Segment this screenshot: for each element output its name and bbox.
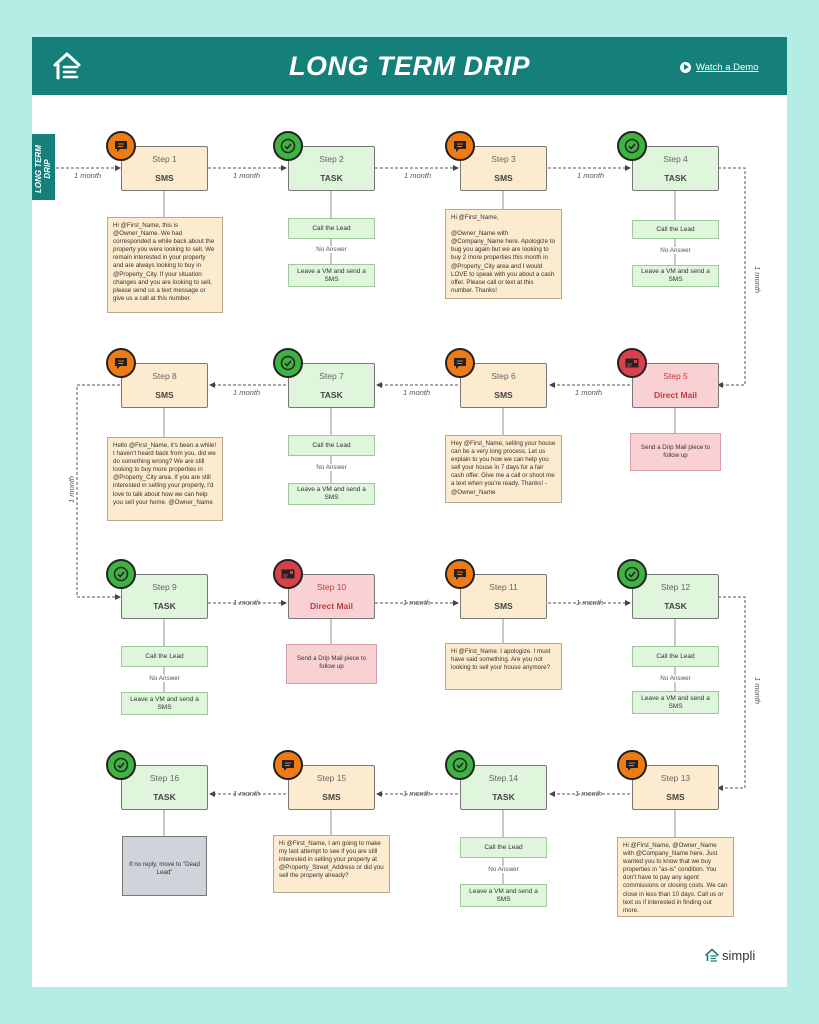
task-check-icon: [445, 750, 475, 780]
watch-demo-link[interactable]: Watch a Demo: [680, 60, 758, 74]
leave-vm-task: Leave a VM and send a SMS: [460, 884, 547, 907]
flow-card: LONG TERM DRIP Watch a Demo LONG TERM DR…: [32, 37, 787, 987]
step-13-message: Hi @First_Name, @Owner_Name with @Compan…: [617, 837, 734, 917]
interval-label: 1 month: [74, 171, 102, 180]
sms-chat-icon: [445, 131, 475, 161]
home-logo-icon: [50, 49, 84, 83]
task-check-icon: [106, 750, 136, 780]
sms-chat-icon: [617, 750, 647, 780]
sms-chat-icon: [445, 348, 475, 378]
no-answer-label: No Answer: [121, 675, 208, 682]
no-answer-label: No Answer: [460, 866, 547, 873]
watch-demo-label: Watch a Demo: [696, 61, 759, 73]
step-16-message: If no reply, move to "Dead Lead": [122, 836, 207, 896]
leave-vm-task: Leave a VM and send a SMS: [121, 692, 208, 715]
step-6-message: Hey @First_Name, selling your house can …: [445, 435, 562, 503]
no-answer-label: No Answer: [288, 246, 375, 253]
step-8-message: Hello @First_Name, it's been a while! I …: [107, 437, 223, 521]
interval-label: 1 month: [67, 475, 76, 503]
interval-label: 1 month: [233, 171, 261, 180]
sms-chat-icon: [106, 131, 136, 161]
step-10-message: Send a Drip Mail piece to follow up: [286, 644, 377, 684]
interval-label: 1 month: [575, 789, 603, 798]
call-lead-task: Call the Lead: [632, 646, 719, 667]
step-15-message: Hi @First_Name, I am going to make my la…: [273, 835, 390, 893]
header-bar: LONG TERM DRIP Watch a Demo: [32, 37, 787, 95]
leave-vm-task: Leave a VM and send a SMS: [288, 264, 375, 287]
interval-label: 1 month: [404, 171, 432, 180]
brand-logo: simpli: [704, 947, 755, 963]
sms-chat-icon: [273, 750, 303, 780]
step-3-message: Hi @First_Name, @Owner_Name with @Compan…: [445, 209, 562, 299]
task-check-icon: [106, 559, 136, 589]
interval-label: 1 month: [576, 598, 604, 607]
mail-envelope-icon: [617, 348, 647, 378]
page-title: LONG TERM DRIP: [289, 51, 530, 81]
task-check-icon: [273, 131, 303, 161]
interval-label: 1 month: [403, 789, 431, 798]
step-1-message: Hi @First_Name, this is @Owner_Name. We …: [107, 217, 223, 313]
call-lead-task: Call the Lead: [121, 646, 208, 667]
play-icon: [680, 61, 691, 73]
interval-label: 1 month: [403, 388, 431, 397]
task-check-icon: [273, 348, 303, 378]
leave-vm-task: Leave a VM and send a SMS: [288, 483, 375, 505]
interval-label: 1 month: [233, 598, 261, 607]
call-lead-task: Call the Lead: [288, 435, 375, 456]
interval-label: 1 month: [233, 388, 261, 397]
interval-label: 1 month: [753, 266, 762, 294]
brand-name: simpli: [722, 947, 756, 963]
no-answer-label: No Answer: [632, 247, 719, 254]
interval-label: 1 month: [233, 789, 261, 798]
no-answer-label: No Answer: [288, 464, 375, 471]
interval-label: 1 month: [753, 677, 762, 705]
side-tab: LONG TERM DRIP: [32, 134, 55, 200]
connector-arrows: [56, 165, 746, 884]
task-check-icon: [617, 131, 647, 161]
call-lead-task: Call the Lead: [288, 218, 375, 239]
interval-label: 1 month: [403, 598, 431, 607]
sms-chat-icon: [445, 559, 475, 589]
home-logo-icon: [705, 948, 719, 962]
leave-vm-task: Leave a VM and send a SMS: [632, 265, 719, 287]
sms-chat-icon: [106, 348, 136, 378]
step-5-message: Send a Drip Mail piece to follow up: [630, 433, 721, 471]
step-11-message: Hi @First_Name. I apologize. I must have…: [445, 643, 562, 690]
task-check-icon: [617, 559, 647, 589]
interval-label: 1 month: [575, 388, 603, 397]
call-lead-task: Call the Lead: [460, 837, 547, 858]
leave-vm-task: Leave a VM and send a SMS: [632, 691, 719, 714]
mail-envelope-icon: [273, 559, 303, 589]
interval-label: 1 month: [577, 171, 605, 180]
call-lead-task: Call the Lead: [632, 220, 719, 239]
no-answer-label: No Answer: [632, 675, 719, 682]
